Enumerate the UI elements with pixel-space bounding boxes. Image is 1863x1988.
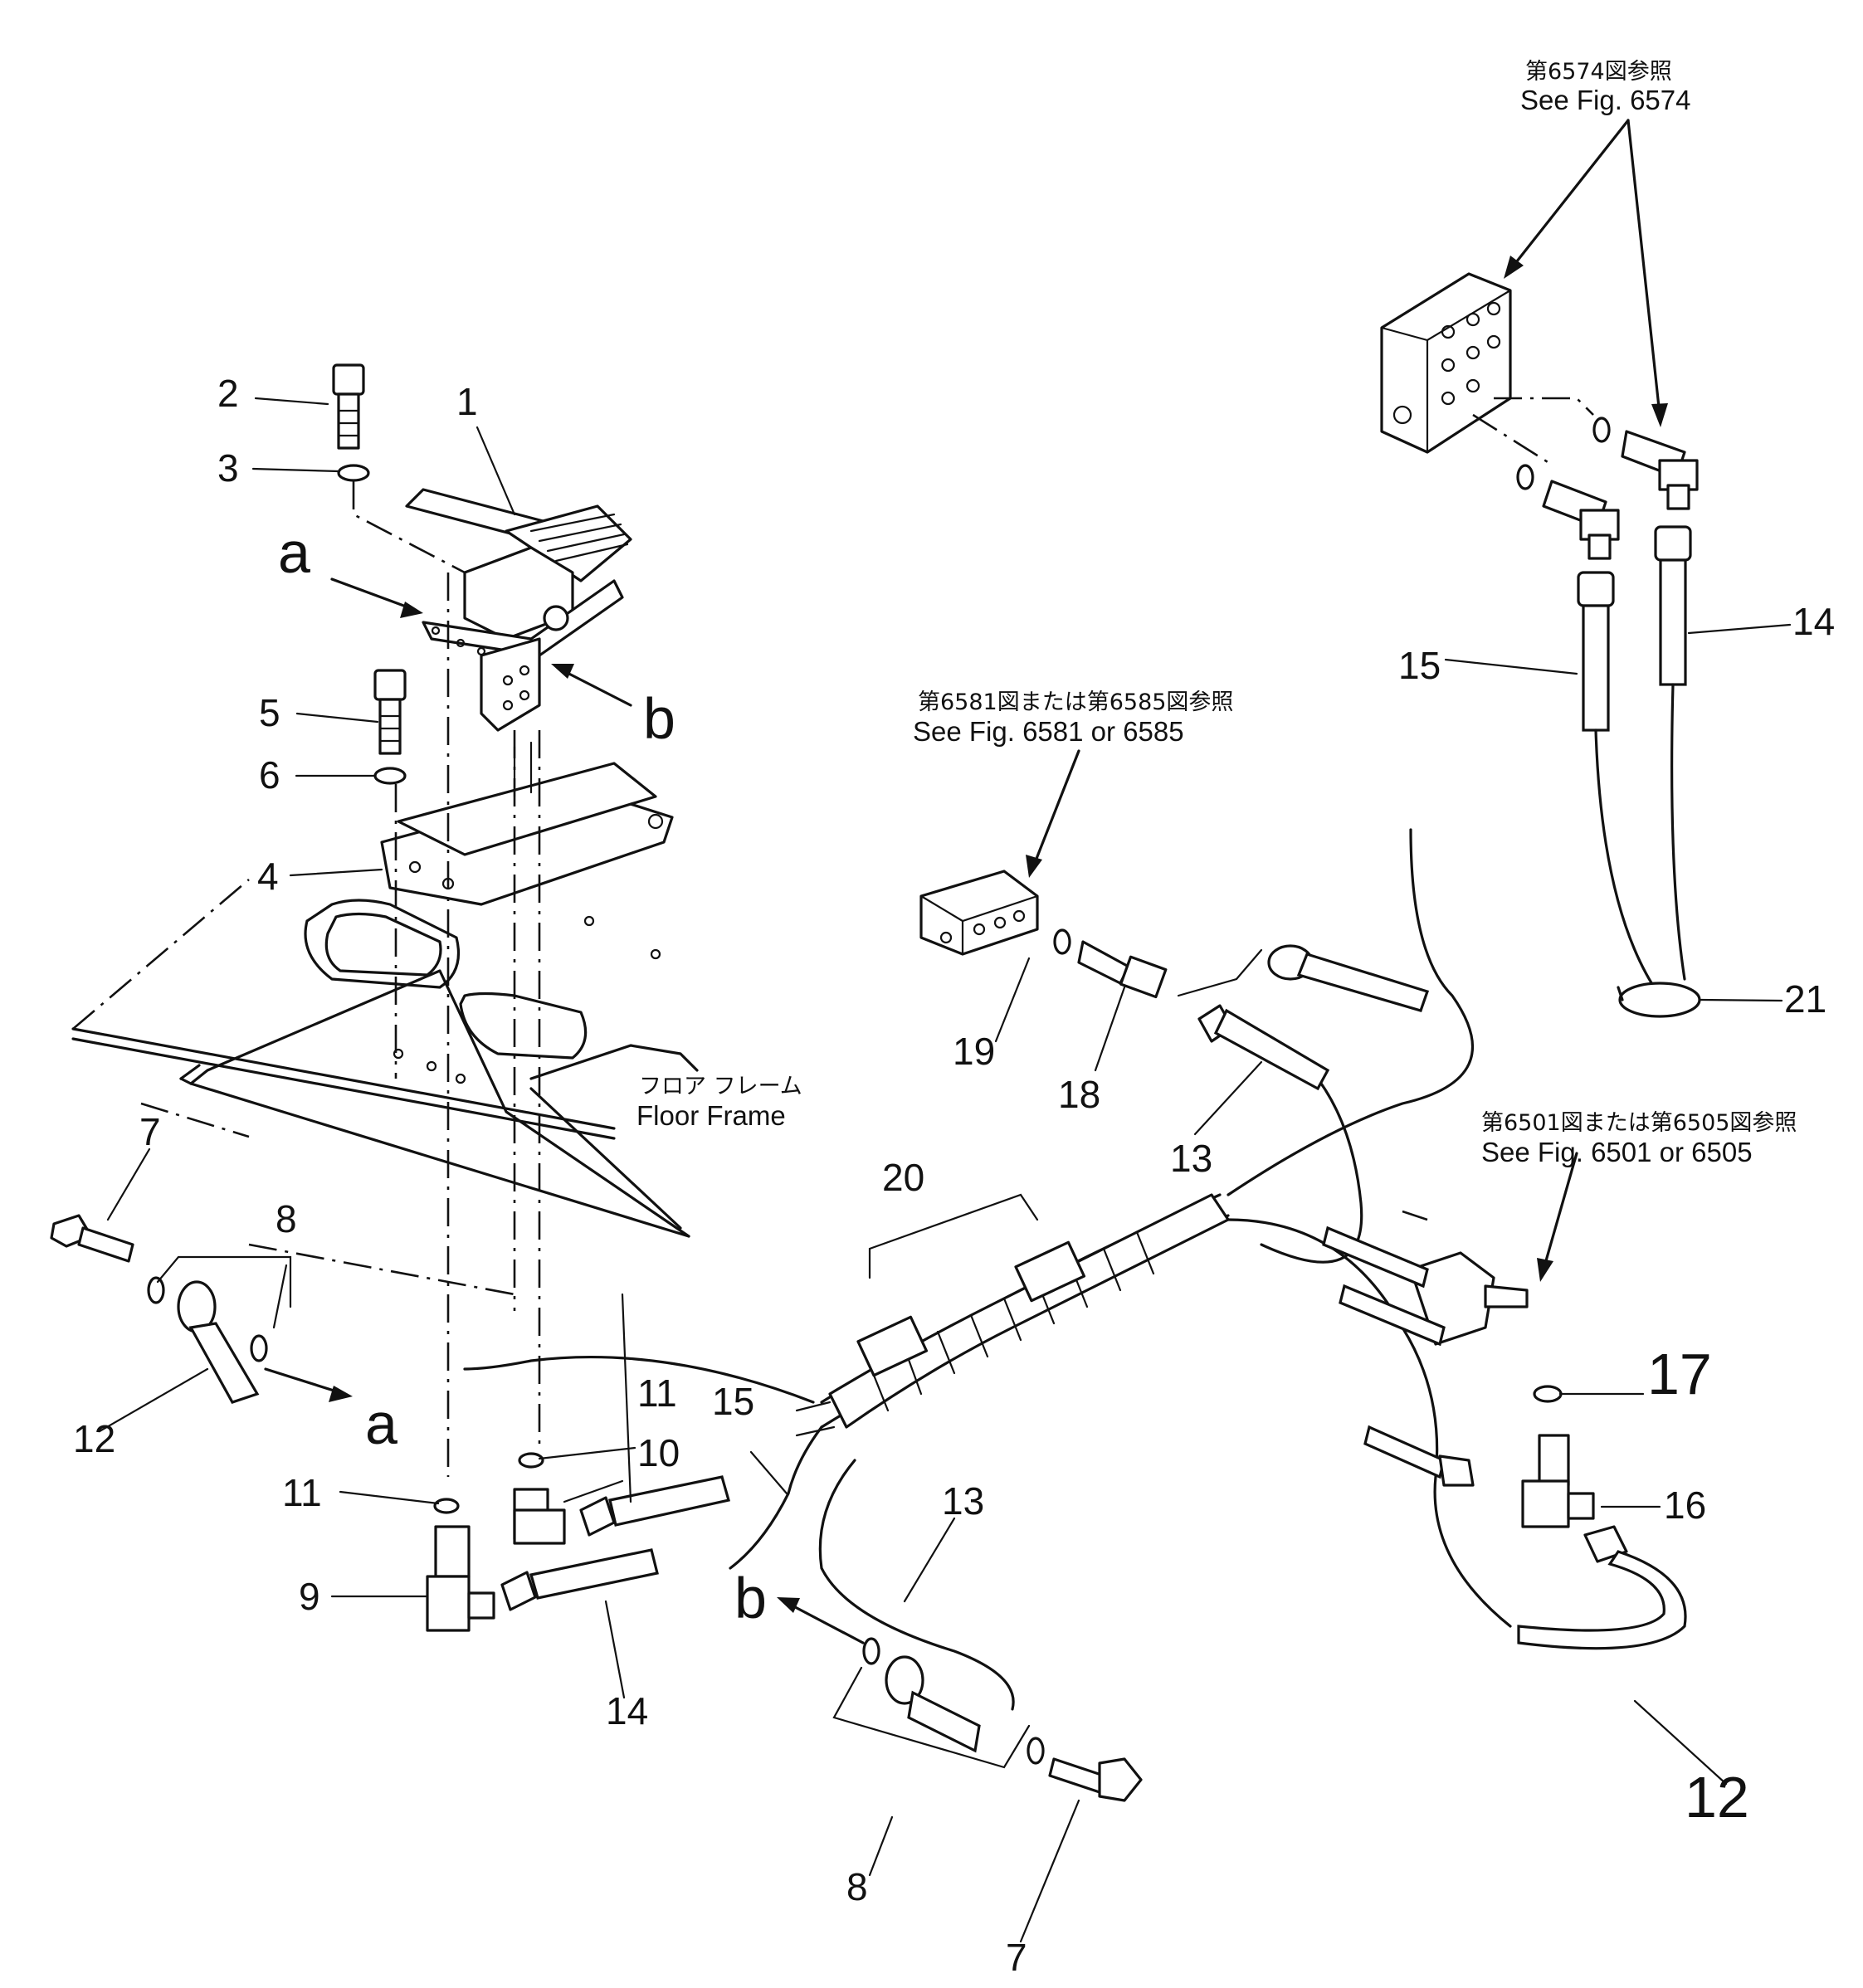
hose-12-right [1363, 1425, 1687, 1650]
ref-6581-en: See Fig. 6581 or 6585 [913, 716, 1184, 747]
bolt-5 [373, 669, 407, 755]
floor-frame-label-en: Floor Frame [636, 1100, 786, 1131]
o-ring-11-lower [433, 1498, 460, 1514]
clamp-21 [1617, 982, 1701, 1018]
banjo-fitting-12-left [177, 1280, 260, 1404]
o-ring-valve-2 [1516, 464, 1534, 490]
banjo-bolt-7-left [50, 1214, 134, 1263]
part-number-5: 5 [259, 691, 280, 734]
view-marker-a-top: a [278, 520, 310, 585]
part-number-12-right: 12 [1685, 1765, 1749, 1830]
line-to-a [463, 1355, 815, 1404]
o-ring-left-1 [147, 1276, 165, 1304]
hose-13-end [1177, 944, 1430, 1012]
tee-fitting-16 [1521, 1434, 1595, 1528]
pedal-assembly [405, 488, 632, 732]
washer-3 [337, 464, 370, 482]
o-ring-b-2 [1027, 1737, 1045, 1765]
hose-13-right [1197, 1004, 1330, 1091]
hose-14-left [500, 1548, 659, 1611]
part-number-9: 9 [299, 1575, 320, 1618]
line-to-b [818, 1459, 1015, 1711]
part-number-14-right: 14 [1792, 600, 1835, 643]
ref-6501-en: See Fig. 6501 or 6505 [1481, 1137, 1753, 1167]
line-to-21 [1227, 828, 1475, 1196]
part-number-16: 16 [1664, 1484, 1706, 1527]
floor-frame-label-jp: フロア フレーム [639, 1074, 802, 1099]
adapter-18 [1077, 940, 1168, 999]
part-number-10: 10 [637, 1431, 680, 1474]
part-number-11-lower: 11 [282, 1471, 322, 1514]
o-ring-17 [1533, 1385, 1563, 1403]
line-to-15-left [729, 1425, 823, 1570]
ref-6581-jp: 第6581図または第6585図参照 [918, 689, 1233, 715]
o-ring-valve-1 [1592, 417, 1611, 443]
part-number-13-right: 13 [1170, 1137, 1212, 1180]
view-marker-a-bottom: a [365, 1391, 397, 1456]
tee-fitting-valve-1 [1621, 430, 1699, 510]
part-number-15-left: 15 [712, 1380, 754, 1423]
part-number-3: 3 [217, 446, 239, 490]
ref-6501-jp: 第6501図または第6505図参照 [1481, 1110, 1797, 1136]
hose-15-left [579, 1475, 731, 1537]
o-ring-19 [1053, 928, 1071, 955]
hose-bundle-20 [795, 1193, 1230, 1437]
view-marker-b-top: b [643, 686, 675, 751]
ref-6574-en: See Fig. 6574 [1520, 85, 1690, 115]
part-number-1: 1 [456, 380, 478, 423]
control-block-6581 [919, 870, 1039, 956]
part-number-7-bottom: 7 [1006, 1936, 1027, 1979]
hose-14-right [1654, 525, 1692, 981]
part-number-7-left: 7 [139, 1110, 161, 1153]
bracket [380, 741, 674, 906]
part-number-11-upper: 11 [637, 1372, 677, 1415]
assembly-line-5 [352, 481, 466, 574]
floor-frame-label: フロア フレーム Floor Frame [636, 1074, 802, 1131]
part-number-18: 18 [1058, 1073, 1100, 1116]
callout-20-bracket [868, 1193, 1039, 1279]
line-to-12-right [1227, 1218, 1512, 1628]
part-number-2: 2 [217, 372, 239, 415]
banjo-bolt-7-bottom [1048, 1757, 1143, 1802]
elbow-fitting-10 [513, 1488, 566, 1545]
banjo-fitting-13-bottom [885, 1655, 981, 1753]
leader-lines [98, 397, 1792, 1943]
part-number-15-right: 15 [1398, 644, 1441, 687]
part-number-8-left: 8 [276, 1197, 297, 1240]
o-ring-left-2 [250, 1334, 268, 1362]
floor-frame [71, 879, 699, 1296]
o-ring-11-upper [518, 1452, 544, 1469]
valve-6501 [1322, 1210, 1529, 1347]
part-number-13-bottom: 13 [942, 1479, 984, 1523]
part-number-21: 21 [1784, 977, 1826, 1021]
part-number-6: 6 [259, 753, 280, 797]
part-number-8-bottom: 8 [846, 1865, 868, 1908]
part-number-17: 17 [1647, 1342, 1712, 1406]
part-number-14-left: 14 [606, 1689, 648, 1732]
callout-8-bracket-bottom [832, 1666, 1031, 1769]
callout-8-bracket-left [156, 1255, 292, 1308]
part-number-20: 20 [882, 1156, 924, 1199]
view-marker-b-bottom: b [734, 1566, 767, 1630]
part-number-4: 4 [257, 855, 279, 898]
tee-fitting-valve-2 [1542, 480, 1620, 560]
o-ring-b-1 [862, 1637, 880, 1665]
hose-15-right [1577, 571, 1661, 997]
part-number-12-left: 12 [73, 1417, 115, 1460]
line-to-13-right [1260, 1069, 1363, 1264]
reference-arrows [264, 119, 1668, 1644]
control-valve-6574 [1380, 272, 1594, 466]
ref-6574-jp: 第6574図参照 [1525, 59, 1672, 85]
elbow-fitting-9 [426, 1525, 495, 1632]
bolt-2 [332, 363, 365, 450]
part-number-19: 19 [953, 1030, 995, 1073]
washer-6 [373, 767, 407, 785]
